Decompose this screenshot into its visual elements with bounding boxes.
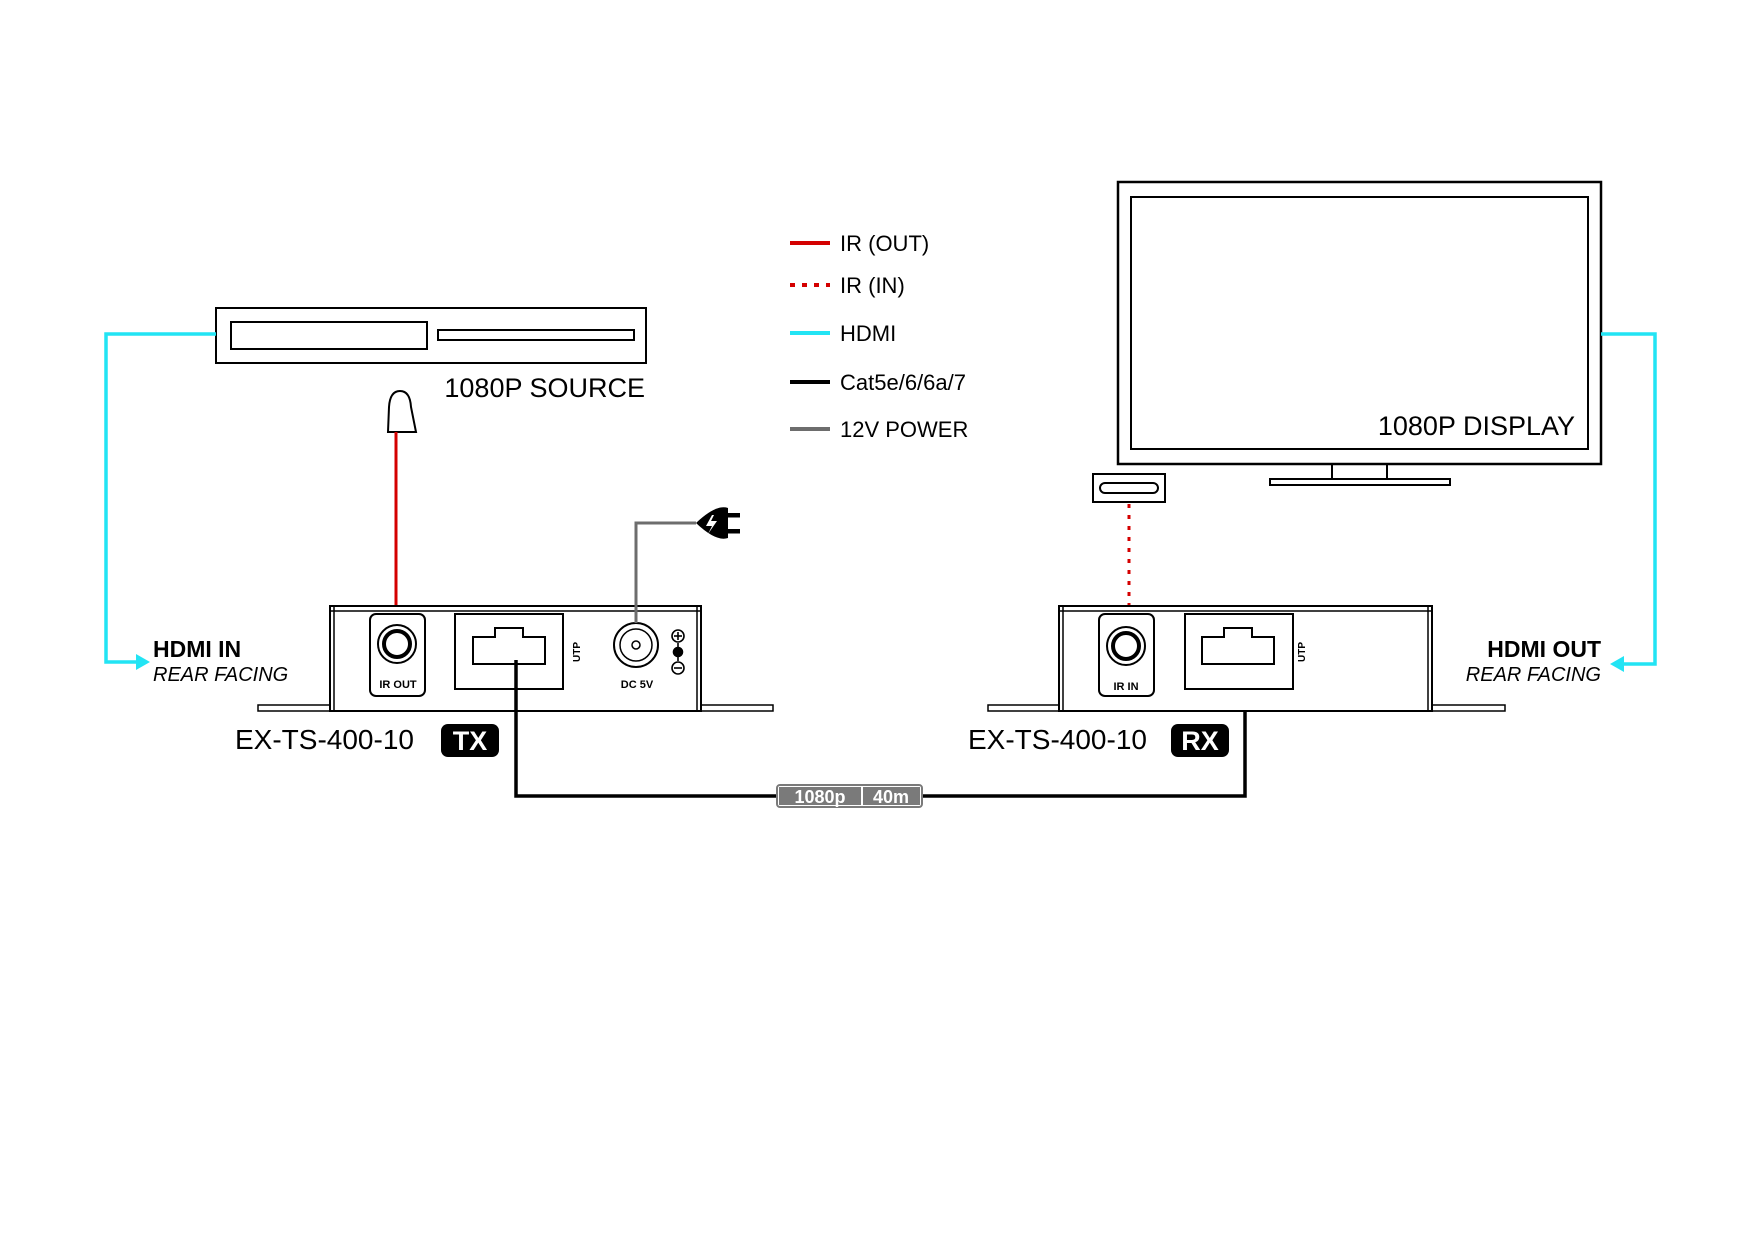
source-device [215, 307, 647, 364]
cable-distance-label: 40m [873, 787, 909, 807]
tx-utp-label: UTP [572, 642, 583, 662]
power-plug-icon [696, 507, 740, 539]
legend-label-ir-in: IR (IN) [840, 273, 905, 298]
legend-label-power: 12V POWER [840, 417, 968, 442]
display-label: 1080P DISPLAY [1378, 411, 1575, 441]
legend-label-hdmi: HDMI [840, 321, 896, 346]
rx-model-label: EX-TS-400-10 [968, 724, 1147, 755]
legend-label-ir-out: IR (OUT) [840, 231, 929, 256]
tx-hdmi-in-title: HDMI IN [153, 636, 241, 662]
rx-hdmi-out-sub: REAR FACING [1466, 664, 1601, 686]
ir-emitter-icon [386, 389, 418, 433]
hdmi-out-arrow-icon [1610, 656, 1624, 672]
rx-hdmi-out-title: HDMI OUT [1487, 636, 1601, 662]
cable-resolution-label: 1080p [794, 787, 845, 807]
hdmi-cable-source [104, 332, 216, 664]
tx-badge-label: TX [453, 726, 488, 756]
ir-receiver-icon [1092, 473, 1166, 503]
legend-label-cat: Cat5e/6/6a/7 [840, 370, 966, 395]
tx-hdmi-in-sub: REAR FACING [153, 664, 288, 686]
tx-model-label: EX-TS-400-10 [235, 724, 414, 755]
rx-badge [1171, 724, 1229, 757]
polarity-icon [671, 629, 685, 675]
rx-ir-in-label: IR IN [1113, 681, 1138, 693]
rx-badge-label: RX [1181, 726, 1219, 756]
power-cable [634, 521, 696, 623]
tx-badge [441, 724, 499, 757]
rx-utp-label: UTP [1297, 642, 1308, 662]
legend: IR (OUT) IR (IN) HDMI Cat5e/6/6a/7 12V P… [790, 231, 968, 442]
tx-dc-label: DC 5V [621, 679, 654, 691]
hdmi-cable-display [1601, 332, 1657, 666]
cable-spec-badge: 1080p 40m [776, 784, 923, 808]
source-label: 1080P SOURCE [444, 373, 645, 403]
hdmi-in-arrow-icon [136, 654, 150, 670]
tx-ir-out-label: IR OUT [379, 679, 417, 691]
rx-unit: IR IN UTP [987, 605, 1506, 712]
display-device [1116, 180, 1603, 486]
